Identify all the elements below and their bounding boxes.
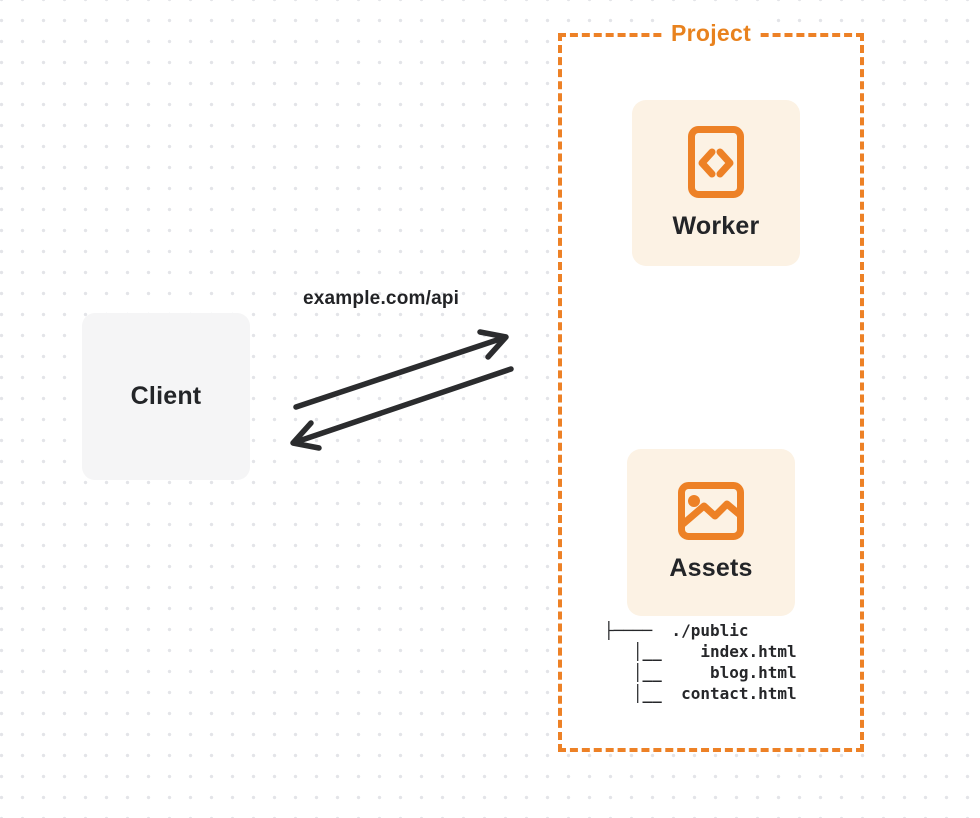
- assets-node: Assets: [627, 449, 795, 616]
- worker-label: Worker: [672, 211, 760, 240]
- project-label: Project: [662, 18, 760, 48]
- response-arrow: [290, 366, 514, 451]
- file-tree: ├──── ./public │__ index.html │__ blog.h…: [604, 620, 797, 704]
- code-document-icon: [688, 125, 744, 198]
- request-arrow: [293, 329, 509, 410]
- tree-line-contact: │__ contact.html: [604, 684, 797, 703]
- client-node: Client: [82, 313, 250, 480]
- worker-node: Worker: [632, 100, 800, 266]
- client-label: Client: [130, 382, 202, 410]
- tree-line-public: ├──── ./public: [604, 621, 749, 640]
- tree-line-blog: │__ blog.html: [604, 663, 797, 682]
- image-icon: [678, 482, 744, 540]
- project-boundary: Project Worker Assets: [558, 18, 864, 752]
- assets-label: Assets: [669, 554, 753, 582]
- request-url-label: example.com/api: [303, 288, 460, 309]
- tree-line-index: │__ index.html: [604, 642, 797, 661]
